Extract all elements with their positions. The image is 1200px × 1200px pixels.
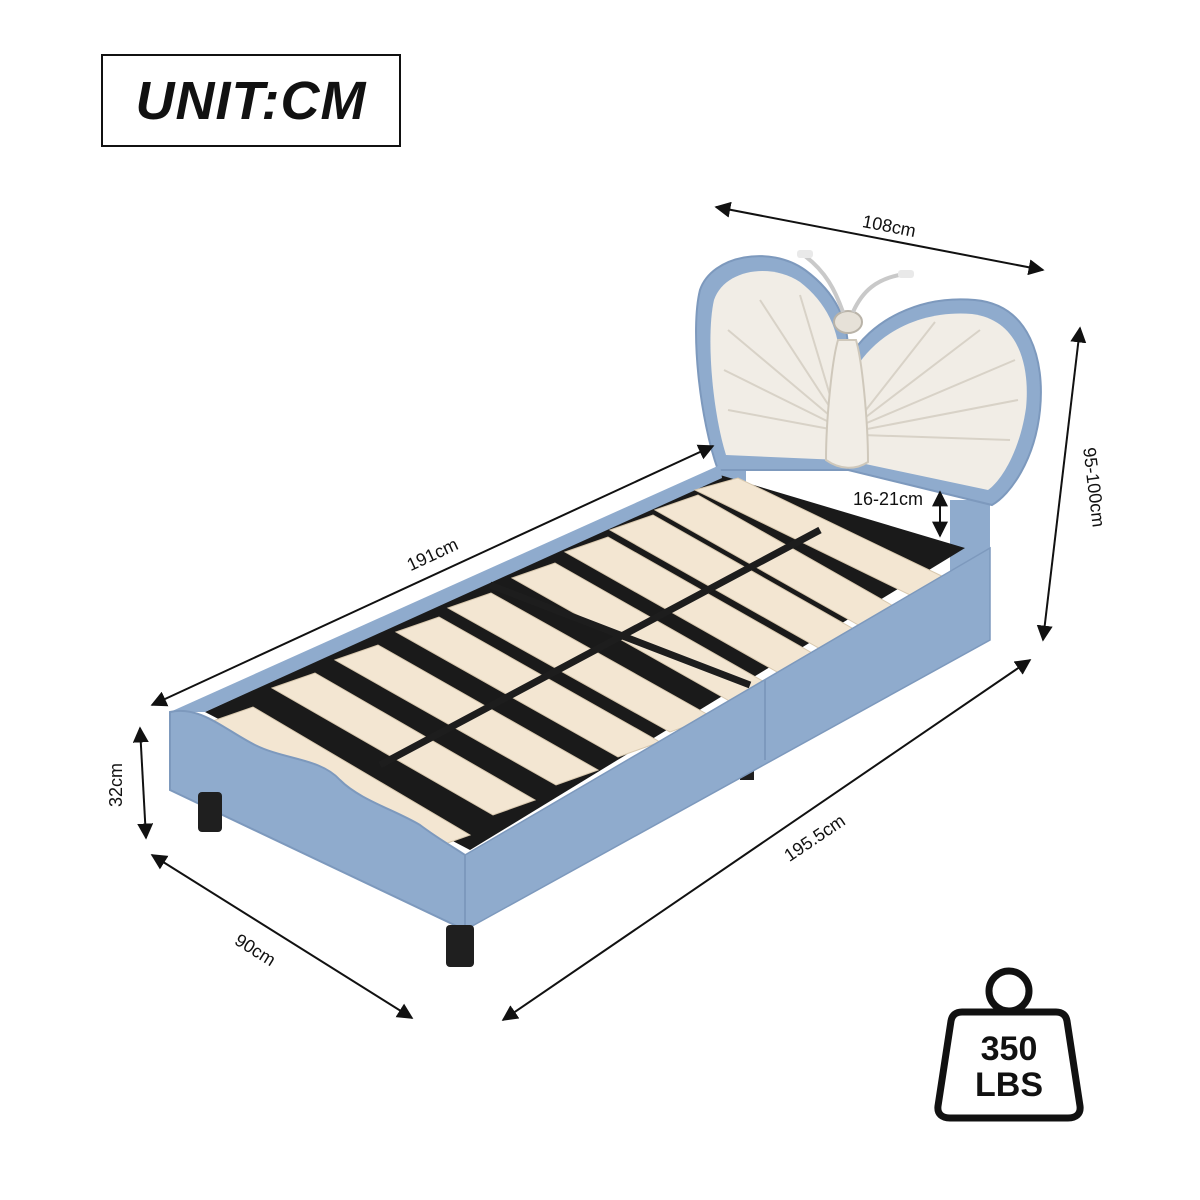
dim-line-90: [150, 854, 414, 1019]
dim-label-overall-height: 95-100cm: [1079, 446, 1109, 528]
bed-leg-front-left: [198, 792, 222, 832]
dim-line-191: [150, 444, 715, 707]
dim-line-108: [714, 201, 1045, 276]
headboard-cushion-right: [856, 313, 1027, 490]
butterfly-body: [824, 339, 870, 469]
unit-label: UNIT:CM: [135, 70, 367, 131]
dim-label-width: 90cm: [231, 930, 279, 970]
weight-unit: LBS: [975, 1066, 1043, 1104]
dim-label-rail-length: 191cm: [404, 534, 461, 575]
dim-label-overall-length: 195.5cm: [780, 810, 848, 865]
dim-label-slat-height: 16-21cm: [853, 489, 923, 509]
bed-illustration: [169, 250, 1042, 967]
dimension-lines: [132, 201, 1087, 1021]
weight-value: 350: [981, 1030, 1038, 1068]
butterfly-headboard: [695, 250, 1042, 507]
dim-label-side-height: 32cm: [106, 763, 126, 807]
dim-line-95-100: [1036, 326, 1087, 642]
unit-label-box: UNIT:CM: [101, 54, 401, 147]
weight-body-icon: [934, 1008, 1084, 1122]
bed-leg-front-right: [446, 925, 474, 967]
weight-ring-icon: [985, 967, 1033, 1015]
butterfly-head: [833, 310, 863, 334]
weight-capacity-icon: 350 LBS: [934, 967, 1084, 1122]
dim-line-195-5: [501, 659, 1032, 1021]
dim-line-32: [132, 726, 154, 840]
